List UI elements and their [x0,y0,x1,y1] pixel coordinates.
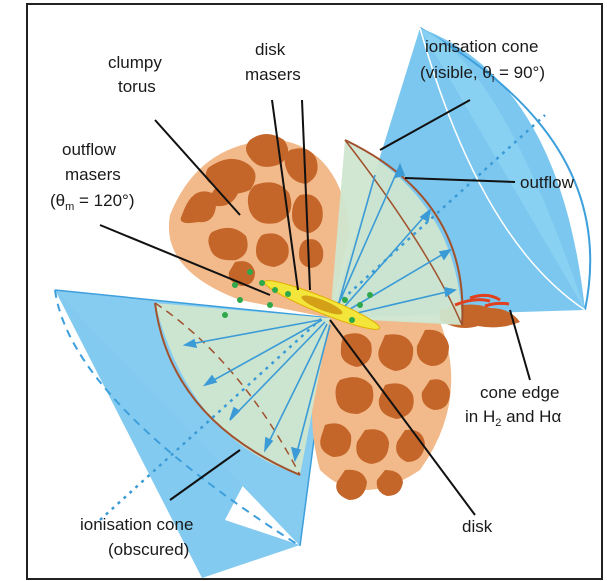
label-clumpy-torus-line2: torus [118,77,156,96]
label-ionisation-cone-obscured-line2: (obscured) [108,540,189,559]
label-outflow-masers-line2: masers [65,165,121,184]
label-cone-edge-line2: in H2 and Hα [465,407,561,429]
label-disk-masers-line2: masers [245,65,301,84]
label-ionisation-cone-visible-line2: (visible, θi = 90°) [420,63,545,85]
figure-frame [26,3,603,580]
label-cone-edge: cone edge in H2 and Hα [465,383,561,429]
label-cone-edge-line1: cone edge [480,383,559,402]
label-ionisation-cone-obscured-line1: ionisation cone [80,515,193,534]
label-outflow-masers-line1: outflow [62,140,117,159]
outflow-arrows [182,162,458,463]
label-disk-masers-line1: disk [255,40,286,59]
label-ionisation-cone-visible: ionisation cone (visible, θi = 90°) [420,37,545,85]
label-disk-masers: disk masers [245,40,301,84]
leader-lines [99,99,531,516]
label-ionisation-cone-obscured: ionisation cone (obscured) [80,515,193,559]
masers [222,269,373,323]
label-ionisation-cone-visible-line1: ionisation cone [425,37,538,56]
label-clumpy-torus-line1: clumpy [108,53,162,72]
label-clumpy-torus: clumpy torus [108,53,162,96]
label-outflow-masers: outflow masers (θm = 120°) [50,140,135,213]
label-disk: disk [462,517,493,536]
label-outflow: outflow [520,173,575,192]
label-outflow-masers-line3: (θm = 120°) [50,191,135,213]
inner-cone-upper [330,139,464,326]
h2-cone-edge [454,293,510,308]
